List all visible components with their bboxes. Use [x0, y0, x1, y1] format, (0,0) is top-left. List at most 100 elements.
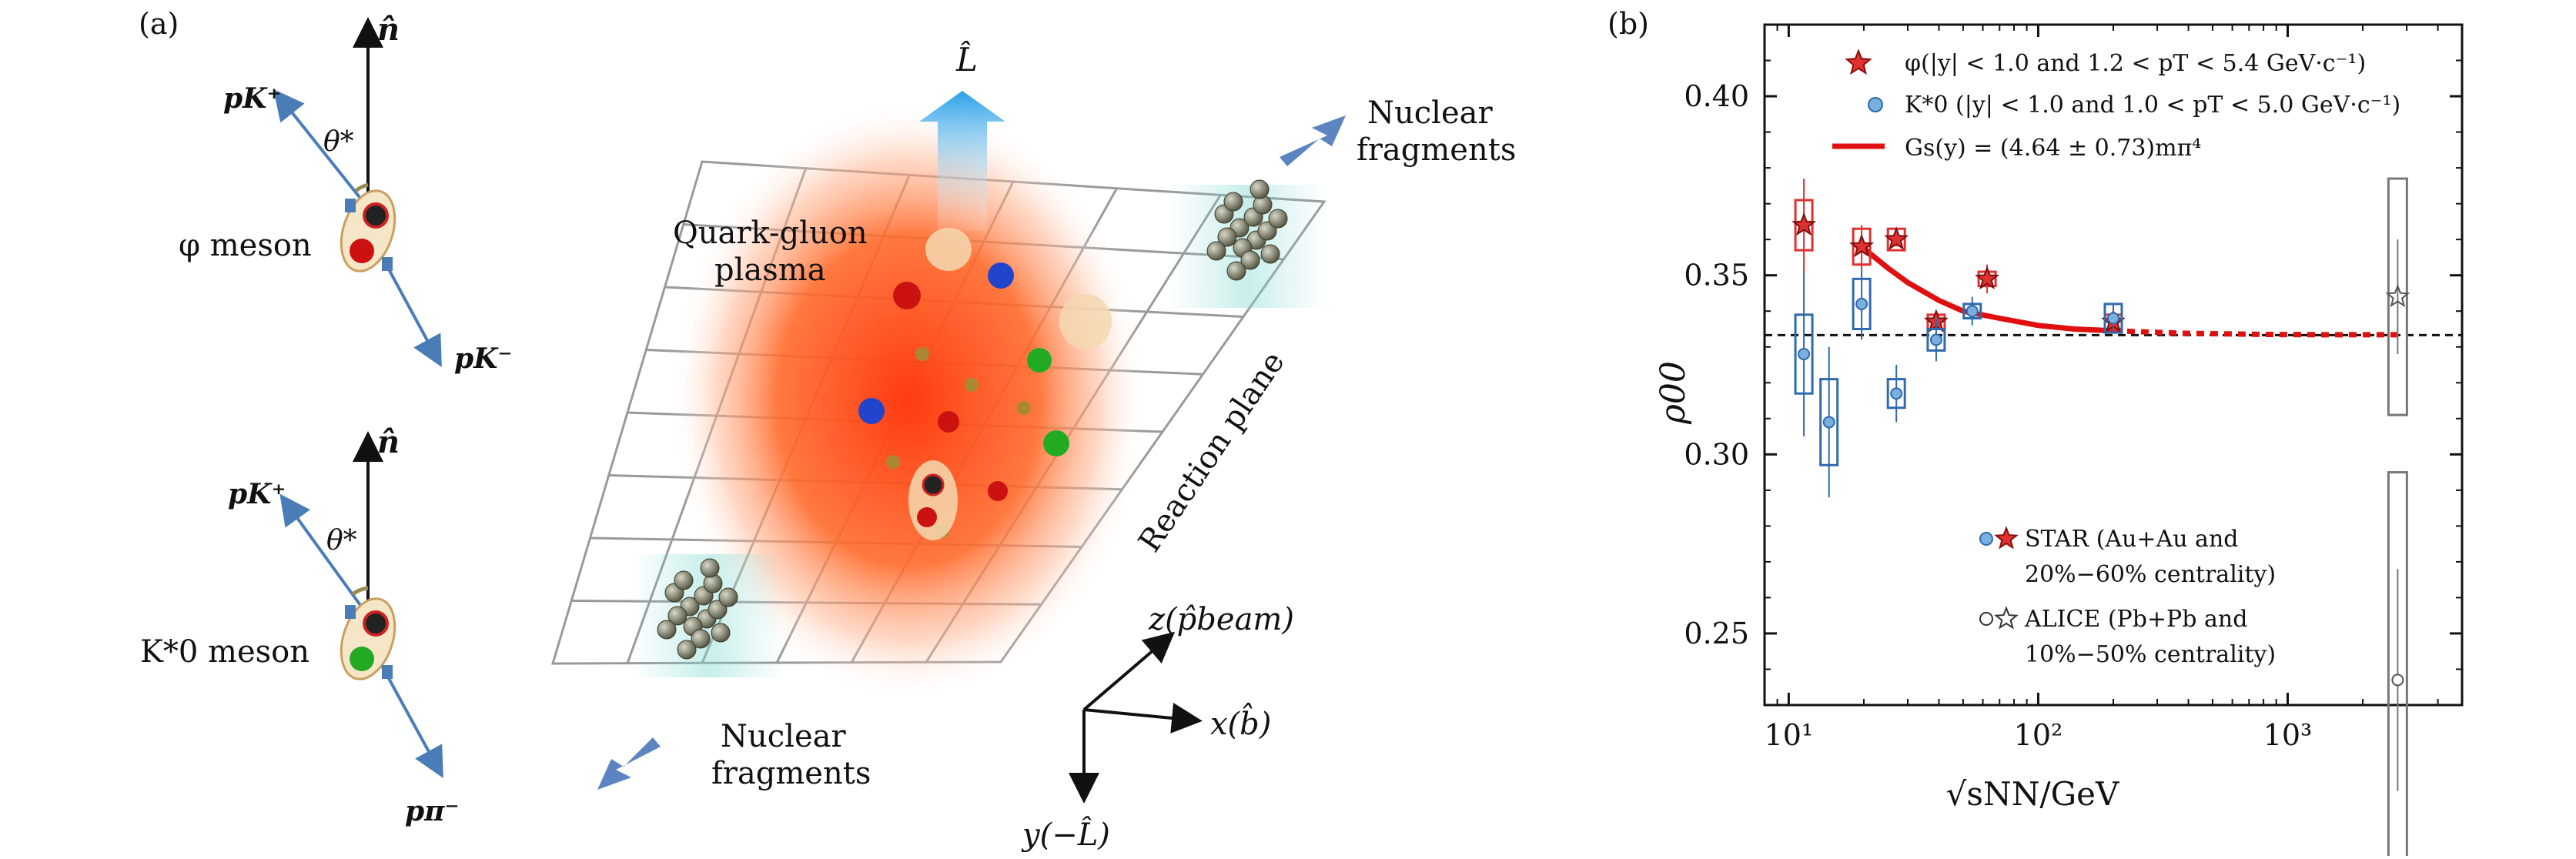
quark-icon: [858, 398, 885, 424]
theta-label: θ*: [326, 525, 357, 557]
nucleon-icon: [1206, 241, 1226, 261]
kstar-decay-diagram: n̂ pK⁺ θ* pπ⁻ K*0 meson: [140, 424, 460, 827]
fragments-bottom-line1: Nuclear: [721, 719, 846, 754]
data-point-circle: [1890, 387, 1903, 400]
p-pi-minus-label: pπ⁻: [405, 795, 460, 827]
decay-marker-icon: [382, 665, 393, 679]
reaction-plane-label: Reaction plane: [1132, 346, 1292, 559]
legend-star-label-line1: STAR (Au+Au and: [2025, 526, 2238, 553]
gluon-icon: [965, 378, 979, 392]
data-point-star: [1791, 212, 1817, 236]
nucleon-icon: [711, 623, 731, 643]
nucleon-icon: [674, 570, 694, 590]
data-point-star: [2385, 283, 2410, 308]
data-point-star: [1975, 266, 2000, 289]
data-point-circle: [2391, 673, 2404, 687]
y-tick-label: 0.25: [1684, 617, 1749, 650]
legend-alice-label-line2: 10%−50% centrality): [2025, 641, 2276, 668]
data-point-circle: [2107, 312, 2119, 325]
data-point-circle: [1798, 348, 1811, 361]
nucleon-icon: [1226, 261, 1246, 281]
gluon-icon: [886, 455, 900, 469]
hadron-icon: [908, 460, 958, 540]
quark-icon: [1043, 430, 1069, 456]
angular-momentum-arrow-icon: [919, 91, 1005, 231]
qgp-label-line1: Quark-gluon: [673, 216, 868, 251]
qgp-label-line2: plasma: [714, 252, 826, 288]
legend-star-icon: [1845, 48, 1872, 75]
sys-error-box: [2387, 177, 2408, 416]
data-point-circle: [1965, 305, 1979, 318]
pk-plus-label: pK⁺: [228, 478, 286, 510]
nucleon-icon: [691, 629, 711, 649]
quark-icon: [350, 239, 374, 263]
quark-icon: [988, 262, 1014, 289]
nuclear-fragments-top: [1170, 179, 1324, 308]
pk-plus-arrow: [273, 89, 370, 209]
quark-gluon-plasma: [670, 100, 1147, 700]
theta-arc: [351, 586, 369, 597]
nucleon-icon: [708, 600, 728, 620]
data-point-star: [1884, 226, 1909, 250]
nucleon-icon: [1260, 244, 1280, 264]
legend-alice-label-line1: ALICE (Pb+Pb and: [2024, 606, 2247, 633]
x-axis-label: x(b̂): [1210, 704, 1271, 742]
legend-star-label-line2: 20%−60% centrality): [2025, 561, 2276, 588]
nucleon-icon: [1250, 179, 1270, 199]
x-axis-title: √sNN/GeV: [1946, 775, 2119, 813]
fragments-top-line1: Nuclear: [1367, 95, 1493, 131]
fragment-direction-arrow-icon: [1280, 115, 1346, 166]
x-tick-label: 10²: [2014, 718, 2063, 752]
panel-a: (a) n̂ pK⁺ θ* pK⁻ φ meson n̂ pK⁺ θ*: [139, 7, 1516, 853]
hadron-icon: [925, 228, 972, 271]
nucleon-icon: [1217, 227, 1237, 247]
fragment-direction-arrow-icon: [597, 737, 661, 790]
quark-icon: [1027, 348, 1052, 373]
phi-meson-label: φ meson: [179, 228, 312, 263]
collision-scene: L̂: [550, 39, 1516, 853]
L-hat-label: L̂: [955, 39, 978, 79]
fragments-bottom-line2: fragments: [711, 756, 871, 791]
quark-icon: [988, 481, 1008, 501]
antiquark-icon: [363, 610, 389, 637]
n-hat-label: n̂: [377, 12, 400, 48]
panel-a-label: (a): [139, 7, 179, 41]
nucleon-icon: [1268, 209, 1288, 229]
gluon-icon: [1017, 401, 1031, 415]
x-axis-arrow: [1083, 703, 1203, 734]
panel-b-label: (b): [1607, 7, 1649, 41]
y-axis-label: y(−L̂): [1021, 817, 1110, 853]
antiquark-icon: [363, 202, 389, 229]
theta-label: θ*: [323, 126, 354, 158]
quark-icon: [893, 282, 921, 309]
legend-star-icon: [1994, 526, 2019, 550]
nucleon-icon: [657, 620, 677, 640]
quark-icon: [350, 647, 374, 671]
nucleon-icon: [718, 587, 738, 607]
pk-plus-label: pK⁺: [223, 82, 281, 115]
antiquark-icon: [922, 473, 945, 496]
nucleon-icon: [667, 606, 687, 626]
quark-cloud: [858, 228, 1112, 540]
quark-icon: [938, 411, 959, 433]
pk-plus-arrow: [279, 493, 370, 617]
y-tick-label: 0.35: [1684, 259, 1749, 292]
decay-marker-icon: [382, 257, 393, 271]
x-tick-label: 10¹: [1765, 718, 1814, 752]
y-axis-title: ρ00: [1654, 361, 1693, 425]
z-axis-label: z(p̂beam): [1148, 602, 1294, 637]
nucleon-icon: [677, 640, 697, 660]
x-tick-label: 10³: [2263, 718, 2313, 752]
data-marks: [1791, 177, 2410, 859]
decay-marker-icon: [345, 199, 356, 212]
kstar-meson-label: K*0 meson: [140, 634, 309, 670]
pk-minus-label: pK⁻: [454, 343, 512, 375]
z-axis-arrow: [1082, 631, 1176, 711]
y-tick-label: 0.30: [1684, 437, 1749, 471]
legend-top: φ(|y| < 1.0 and 1.2 < pT < 5.4 GeV·c⁻¹) …: [1832, 48, 2400, 162]
theta-arc: [354, 182, 369, 193]
plot-frame: [1763, 23, 2464, 707]
